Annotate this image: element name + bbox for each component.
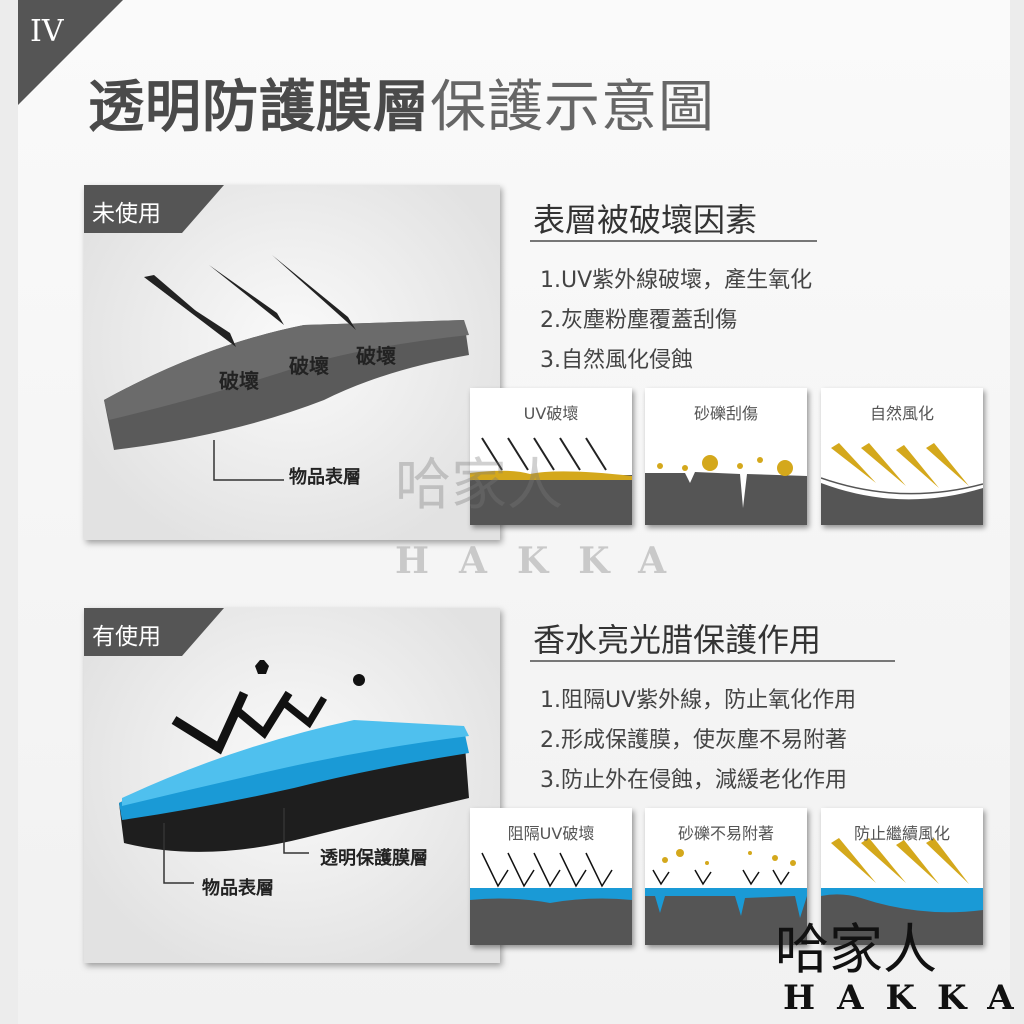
card-uv-blocking: 阻隔UV破壞 [470, 808, 632, 945]
damage-factors-heading: 表層被破壞因素 [533, 201, 758, 239]
factor-item: 2.灰塵粉塵覆蓋刮傷 [540, 308, 737, 333]
unused-panel: 未使用 破壞 破壞 破壞 物品表層 [84, 185, 500, 540]
card-label: UV破壞 [523, 404, 579, 423]
brand-logo-latin: HAKKA [783, 978, 1024, 1018]
protection-item: 1.阻隔UV紫外線，防止氧化作用 [540, 688, 857, 713]
card-label: 自然風化 [869, 404, 934, 423]
protected-surface-illustration [119, 660, 469, 884]
card-dust-repel: 砂礫不易附著 [645, 808, 807, 945]
card-label: 防止繼續風化 [853, 824, 950, 843]
card-weathering: 自然風化 [821, 388, 983, 525]
section-corner [18, 0, 123, 105]
watermark-latin: HAKKA [395, 540, 696, 582]
surface-label: 物品表層 [202, 878, 274, 899]
card-label: 砂礫不易附著 [677, 824, 774, 843]
title-light: 保護示意圖 [430, 75, 715, 140]
protection-heading: 香水亮光腊保護作用 [533, 621, 822, 659]
page-title: 透明防護膜層保護示意圖 [88, 62, 715, 143]
used-panel: 有使用 透明保護膜層 物品表層 [84, 608, 500, 963]
surface-label: 物品表層 [289, 467, 361, 488]
factor-item: 1.UV紫外線破壞，產生氧化 [540, 268, 813, 293]
section-number: IV [30, 14, 64, 49]
damage-label: 破壞 [356, 344, 396, 368]
damage-label: 破壞 [219, 369, 259, 393]
protection-item: 3.防止外在侵蝕，減緩老化作用 [540, 768, 847, 793]
card-uv-damage: UV破壞 [470, 388, 632, 525]
card-label: 阻隔UV破壞 [507, 824, 595, 843]
damage-label: 破壞 [289, 354, 329, 378]
protection-item: 2.形成保護膜，使灰塵不易附著 [540, 728, 847, 753]
card-gravel-scratch: 砂礫刮傷 [645, 388, 807, 525]
heading-underline [530, 240, 817, 242]
film-label: 透明保護膜層 [320, 848, 428, 869]
watermark-chinese: 哈家人 [395, 453, 563, 518]
heading-underline [530, 660, 895, 662]
title-bold: 透明防護膜層 [88, 75, 430, 140]
card-anti-weathering: 防止繼續風化 [821, 808, 983, 945]
brand-logo-chinese: 哈家人 [775, 918, 937, 981]
card-label: 砂礫刮傷 [693, 404, 758, 423]
factor-item: 3.自然風化侵蝕 [540, 348, 693, 373]
damaged-surface-illustration [104, 255, 469, 481]
